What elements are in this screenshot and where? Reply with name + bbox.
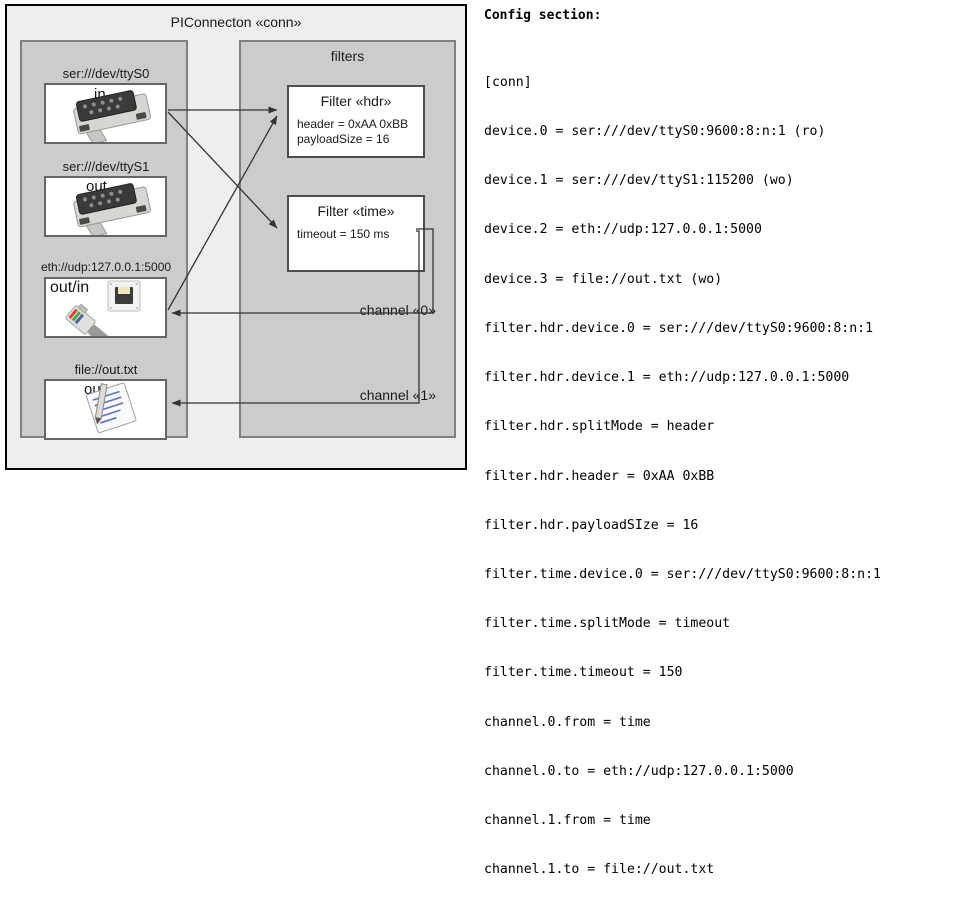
serial-connector-icon xyxy=(73,90,151,142)
config-section: Config section: [conn] device.0 = ser://… xyxy=(482,0,964,877)
ethernet-plug-icon xyxy=(65,280,141,336)
filters-panel-title: filters xyxy=(330,48,365,64)
outer-frame-title: PIConnecton «conn» xyxy=(170,14,302,30)
channel-label-1: channel «1» xyxy=(359,387,436,403)
architecture-diagram: PIConnecton «conn» ser:///dev/ttyS0 in xyxy=(0,0,476,484)
device-group-file: file://out.txt out xyxy=(31,362,181,440)
config-line: filter.hdr.splitMode = header xyxy=(484,419,715,435)
config-line: filter.time.device.0 = ser:///dev/ttyS0:… xyxy=(484,567,881,582)
config-line: channel.1.to = file://out.txt xyxy=(484,862,715,878)
filter-box-hdr[interactable]: Filter «hdr» header = 0xAA 0xBB payloadS… xyxy=(287,85,425,158)
filters-panel: filters Filter «hdr» header = 0xAA 0xBB … xyxy=(239,40,456,438)
channel-label-0: channel «0» xyxy=(359,302,436,318)
connector-outer-frame: PIConnecton «conn» ser:///dev/ttyS0 in xyxy=(5,4,467,470)
config-line: channel.1.from = time xyxy=(484,813,651,829)
device-label-file: file://out.txt xyxy=(74,362,138,377)
device-box-file[interactable]: out xyxy=(44,379,167,440)
config-line: device.0 = ser:///dev/ttyS0:9600:8:n:1 (… xyxy=(484,124,826,140)
device-label-eth: eth://udp:127.0.0.1:5000 xyxy=(40,260,172,274)
text-file-icon xyxy=(86,382,137,434)
device-direction-in: in xyxy=(94,86,106,103)
device-group-ttys1: ser:///dev/ttyS1 out xyxy=(31,159,181,237)
filter-time-attrs: timeout = 150 ms xyxy=(297,227,423,242)
config-line: filter.hdr.device.0 = ser:///dev/ttyS0:9… xyxy=(484,320,874,336)
device-direction-outin: out/in xyxy=(50,279,90,296)
config-line: filter.hdr.payloadSIze = 16 xyxy=(484,517,699,533)
filter-box-time[interactable]: Filter «time» timeout = 150 ms xyxy=(287,195,425,272)
config-lines: [conn] device.0 = ser:///dev/ttyS0:9600:… xyxy=(484,42,881,912)
config-line: filter.time.splitMode = timeout xyxy=(484,616,731,632)
config-line: [conn] xyxy=(484,74,532,90)
serial-connector-icon xyxy=(73,183,151,235)
config-line: device.3 = file://out.txt (wo) xyxy=(484,271,723,287)
filter-hdr-attr-payload: payloadSize = 16 xyxy=(297,132,390,146)
config-line: filter.hdr.device.1 = eth://udp:127.0.0.… xyxy=(484,370,850,386)
config-line: filter.hdr.header = 0xAA 0xBB xyxy=(484,468,715,484)
device-label-ttys0: ser:///dev/ttyS0 xyxy=(62,66,150,81)
device-box-ttys0[interactable]: in xyxy=(44,83,167,144)
filter-hdr-title: Filter «hdr» xyxy=(320,93,392,109)
device-label-ttys1: ser:///dev/ttyS1 xyxy=(62,159,150,174)
config-heading: Config section: xyxy=(484,8,602,23)
device-group-ttys0: ser:///dev/ttyS0 in xyxy=(31,66,181,144)
config-line: channel.0.from = time xyxy=(484,714,651,730)
config-line: channel.0.to = eth://udp:127.0.0.1:5000 xyxy=(484,763,794,779)
config-line: filter.time.timeout = 150 xyxy=(484,665,683,681)
config-line: device.1 = ser:///dev/ttyS1:115200 (wo) xyxy=(484,173,794,189)
device-group-eth: eth://udp:127.0.0.1:5000 out/in xyxy=(31,260,181,338)
filter-time-attr-timeout: timeout = 150 ms xyxy=(297,227,390,241)
devices-panel: ser:///dev/ttyS0 in xyxy=(20,40,188,440)
config-line: device.2 = eth://udp:127.0.0.1:5000 xyxy=(484,222,762,238)
filter-time-title: Filter «time» xyxy=(317,203,395,219)
filter-hdr-attrs: header = 0xAA 0xBB payloadSize = 16 xyxy=(297,117,423,147)
filter-hdr-attr-header: header = 0xAA 0xBB xyxy=(297,117,409,131)
device-box-eth[interactable]: out/in xyxy=(44,277,167,338)
device-box-ttys1[interactable]: out xyxy=(44,176,167,237)
